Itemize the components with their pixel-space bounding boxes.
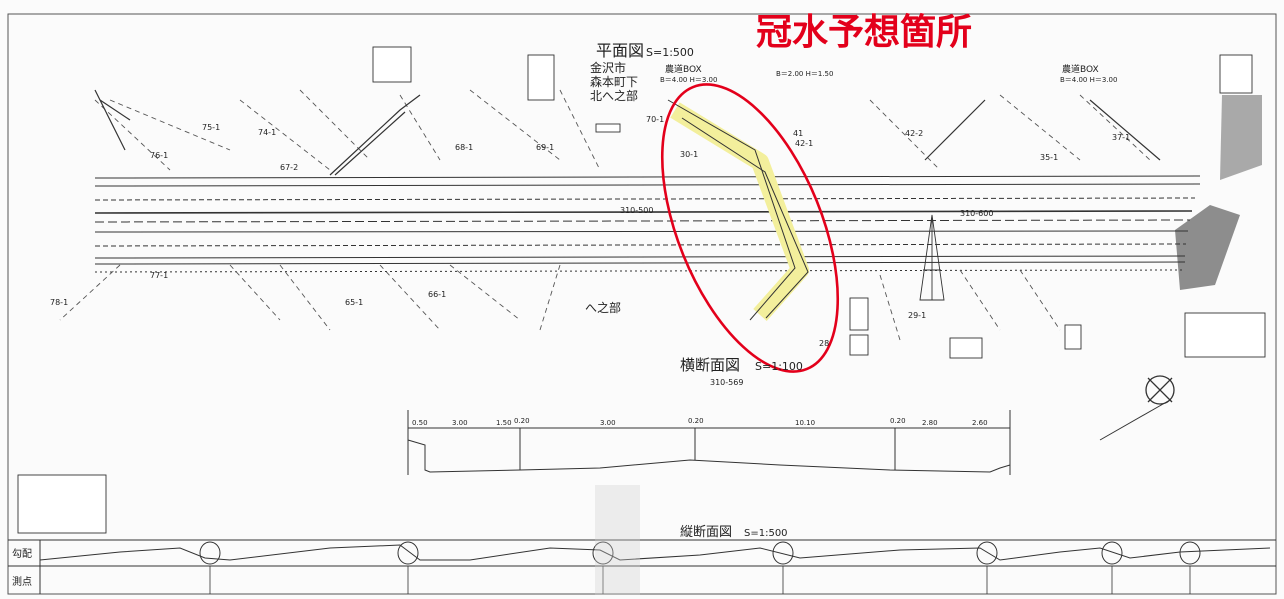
parcel-69-1: 69-1 (536, 143, 554, 152)
label-station: 測点 (12, 575, 32, 588)
annotation-boxes (17, 46, 1266, 534)
plan-scale: S=1:500 (646, 46, 694, 59)
parcel-66-1: 66-1 (428, 290, 446, 299)
flood-area-ellipse (660, 83, 840, 373)
parcel-numbers: 74-1 75-1 76-1 77-1 78-1 67-2 68-1 69-1 … (50, 115, 1130, 348)
wall-lines (94, 89, 1161, 176)
parcel-28: 28 (819, 339, 829, 348)
cross-station: 310-569 (710, 378, 743, 387)
parcel-68-1: 68-1 (455, 143, 473, 152)
parcel-78-1: 78-1 (50, 298, 68, 307)
cross-scale: S=1:100 (755, 360, 803, 373)
plan-place-1: 金沢市 (590, 60, 626, 75)
parcel-37-1: 37-1 (1112, 133, 1130, 142)
plan-place-3: 北へ之部 (590, 88, 638, 103)
box-size-c: B＝4.00 H＝3.00 (1060, 76, 1117, 84)
cross-section (407, 410, 1011, 475)
parcel-41: 41 (793, 129, 803, 138)
place-he: へ之部 (585, 300, 621, 315)
label-gradient: 勾配 (12, 547, 32, 560)
dim-4: 0.20 (514, 417, 530, 425)
parcel-35-1: 35-1 (1040, 153, 1058, 162)
parcel-77-1: 77-1 (150, 271, 168, 280)
profile-title: 縦断面図 (680, 525, 732, 540)
dim-5: 3.00 (600, 419, 616, 427)
profile-scale: S=1:500 (744, 528, 788, 539)
parcel-boundaries (59, 89, 1151, 341)
embankment-hatch (1175, 95, 1262, 290)
fold-shadow (595, 485, 640, 595)
plan-place-2: 森本町下 (590, 74, 638, 89)
north-arrow (1099, 375, 1175, 441)
parcel-74-1: 74-1 (258, 128, 276, 137)
dim-1: 0.50 (412, 419, 428, 427)
flood-road-highlight (670, 102, 809, 321)
parcel-42-1: 42-1 (795, 139, 813, 148)
parcel-75-1: 75-1 (202, 123, 220, 132)
box-label-a: 農道BOX (665, 63, 702, 75)
box-size-b: B＝2.00 H＝1.50 (776, 70, 833, 78)
profile-bands (8, 539, 1276, 594)
parcel-30-1: 30-1 (680, 150, 698, 159)
dim-9: 2.80 (922, 419, 938, 427)
sheet-border (7, 13, 1277, 595)
flood-label: 冠水予想箇所 (756, 12, 972, 53)
parcel-76-1: 76-1 (150, 151, 168, 160)
station-label-2: 310-600 (960, 209, 993, 218)
box-size-a: B＝4.00 H＝3.00 (660, 76, 717, 84)
dim-10: 2.60 (972, 419, 988, 427)
farm-road (667, 99, 809, 321)
dim-8: 0.20 (890, 417, 906, 425)
box-label-c: 農道BOX (1062, 63, 1099, 75)
dim-6: 0.20 (688, 417, 704, 425)
cross-title: 横断面図 (680, 356, 740, 374)
dim-2: 3.00 (452, 419, 468, 427)
profile-ticks (209, 566, 1191, 594)
dim-7: 10.10 (795, 419, 815, 427)
parcel-70-1: 70-1 (646, 115, 664, 124)
parcel-67-2: 67-2 (280, 163, 298, 172)
parcel-42-2: 42-2 (905, 129, 923, 138)
tower-symbol (919, 214, 945, 301)
station-label-1: 310-500 (620, 206, 653, 215)
plan-title: 平面図 (596, 41, 644, 60)
parcel-29-1: 29-1 (908, 311, 926, 320)
road-corridor (94, 175, 1201, 273)
dim-3: 1.50 (496, 419, 512, 427)
parcel-65-1: 65-1 (345, 298, 363, 307)
